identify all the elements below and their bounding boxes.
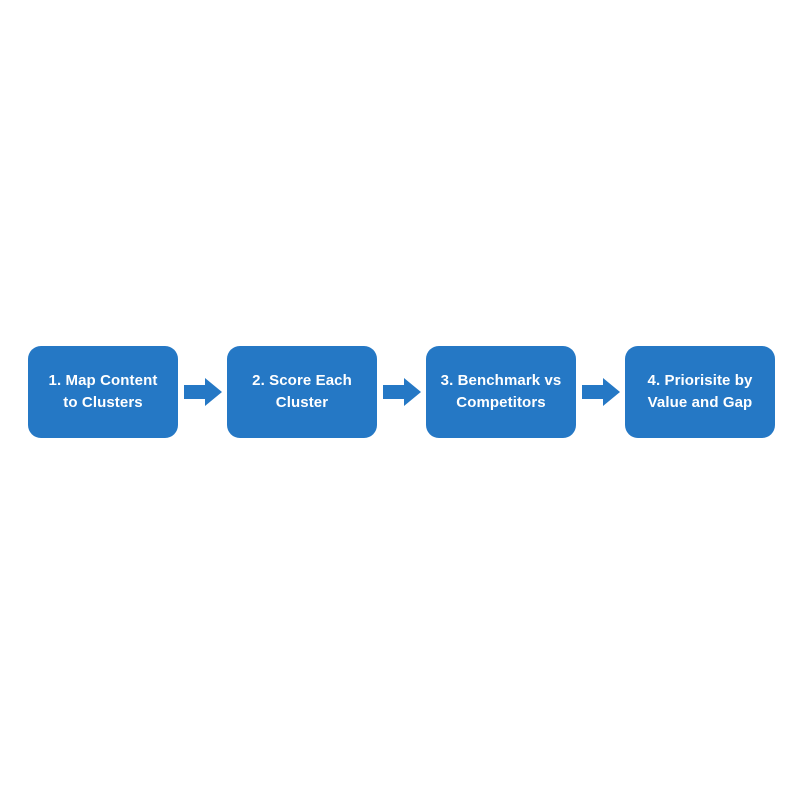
flow-step-3[interactable]: 3. Benchmark vs Competitors (426, 346, 576, 438)
flow-step-2-label: 2. Score Each Cluster (252, 372, 352, 411)
arrow-right-icon (183, 378, 222, 406)
flow-step-1[interactable]: 1. Map Content to Clusters (28, 346, 178, 438)
flow-step-3-label: 3. Benchmark vs Competitors (440, 372, 562, 411)
flow-step-1-label: 1. Map Content to Clusters (48, 372, 158, 411)
flow-step-2[interactable]: 2. Score Each Cluster (227, 346, 377, 438)
arrow-right-icon (382, 378, 421, 406)
flow-sequence: 1. Map Content to Clusters 2. Score Each… (28, 346, 775, 438)
flow-step-4-label: 4. Priorisite by Value and Gap (647, 372, 753, 411)
flow-step-4[interactable]: 4. Priorisite by Value and Gap (625, 346, 775, 438)
arrow-right-icon (581, 378, 620, 406)
